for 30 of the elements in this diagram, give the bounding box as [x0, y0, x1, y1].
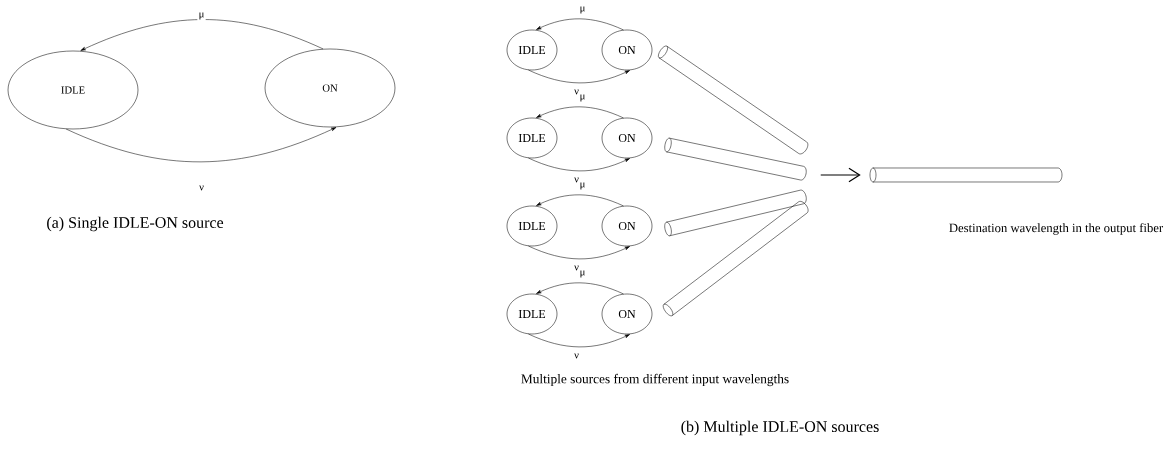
arrow — [820, 167, 861, 183]
caption-text: (a) Single IDLE-ON source — [47, 216, 224, 232]
edge-label: μ — [578, 181, 587, 191]
arrow — [536, 106, 624, 119]
arrow — [536, 282, 624, 295]
arrow — [528, 69, 630, 84]
arrow — [536, 18, 624, 31]
edge-label: μ — [197, 11, 206, 21]
edge-label: μ — [578, 5, 587, 15]
fiber-drawing — [664, 137, 807, 181]
arrow — [80, 19, 324, 51]
caption-text: Destination wavelength in the output fiber — [949, 223, 1163, 235]
edge-label: ν — [572, 176, 581, 184]
fiber-drawing — [662, 201, 809, 317]
arrow — [528, 157, 630, 172]
edge-label: μ — [578, 93, 587, 103]
fiber-drawing — [658, 45, 809, 155]
edge-label: ν — [197, 184, 206, 192]
caption-text: Multiple sources from different input wavelengths — [521, 373, 789, 387]
edge-label: ν — [572, 88, 581, 96]
arrow — [536, 194, 624, 207]
edge-label: ν — [572, 352, 581, 360]
arrow — [528, 333, 630, 348]
arrow — [65, 127, 337, 163]
edge-label: ν — [572, 264, 581, 272]
edge-label: μ — [578, 269, 587, 279]
caption-text: (b) Multiple IDLE-ON sources — [681, 420, 879, 436]
fiber-drawing — [664, 189, 807, 237]
fiber-drawing — [869, 167, 1063, 183]
arrow — [528, 245, 630, 260]
